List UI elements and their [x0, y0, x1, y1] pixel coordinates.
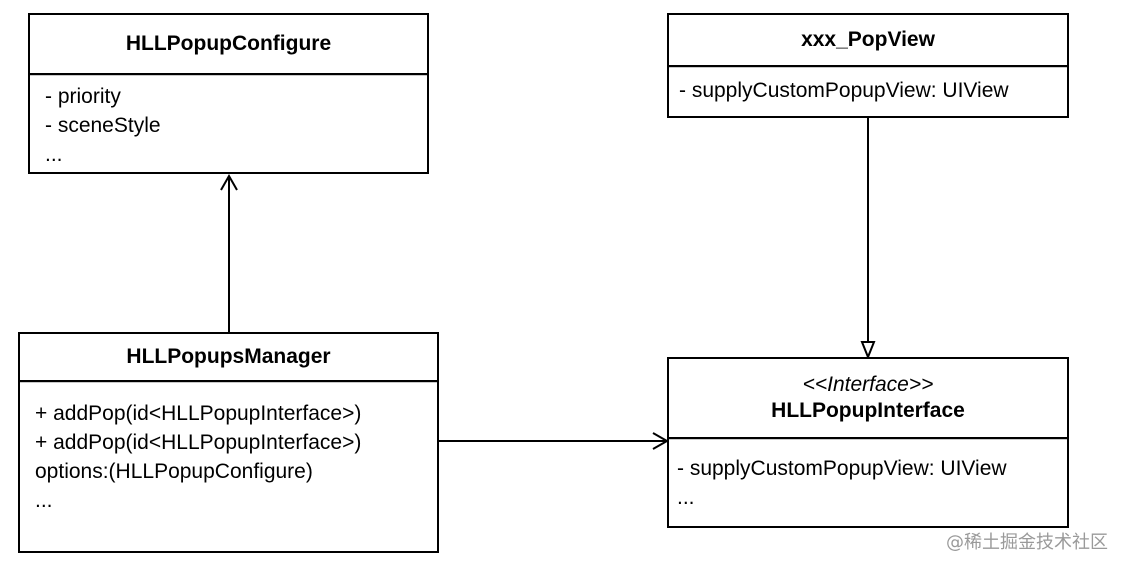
member-ellipsis: ...: [677, 486, 695, 509]
member-options-param: options:(HLLPopupConfigure): [35, 460, 313, 483]
class-members: - priority - sceneStyle ...: [30, 75, 427, 169]
member-priority: - priority: [45, 85, 121, 108]
class-header: xxx_PopView: [669, 15, 1067, 67]
class-hllpopupinterface[interactable]: <<Interface>> HLLPopupInterface - supply…: [667, 357, 1069, 528]
member-ellipsis: ...: [35, 489, 53, 512]
class-title: HLLPopupsManager: [126, 345, 331, 368]
class-members: - supplyCustomPopupView: UIView: [669, 67, 1067, 105]
class-title: HLLPopupInterface: [771, 399, 965, 422]
class-stereotype: <<Interface>>: [802, 373, 934, 396]
member-addpop: + addPop(id<HLLPopupInterface>): [35, 402, 362, 425]
class-hllpopupconfigure[interactable]: HLLPopupConfigure - priority - sceneStyl…: [28, 13, 429, 174]
member-supplycustompopupview: - supplyCustomPopupView: UIView: [677, 457, 1007, 480]
watermark: @稀土掘金技术社区: [946, 532, 1108, 553]
manager-to-configure-arrowhead: [220, 173, 238, 191]
class-xxx-popview[interactable]: xxx_PopView - supplyCustomPopupView: UIV…: [667, 13, 1069, 118]
popview-to-interface-arrowhead: [860, 341, 876, 360]
class-header: HLLPopupConfigure: [30, 15, 427, 75]
class-header: HLLPopupsManager: [20, 334, 437, 382]
class-members: - supplyCustomPopupView: UIView ...: [669, 439, 1067, 512]
member-scenestyle: - sceneStyle: [45, 114, 161, 137]
class-title: HLLPopupConfigure: [125, 32, 332, 55]
member-addpop-options: + addPop(id<HLLPopupInterface>): [35, 431, 362, 454]
class-title: xxx_PopView: [801, 28, 935, 51]
class-members: + addPop(id<HLLPopupInterface>) + addPop…: [20, 382, 437, 515]
class-header: <<Interface>> HLLPopupInterface: [669, 359, 1067, 439]
member-ellipsis: ...: [45, 143, 63, 166]
member-supplycustompopupview: - supplyCustomPopupView: UIView: [679, 79, 1009, 102]
class-hllpopupsmanager[interactable]: HLLPopupsManager + addPop(id<HLLPopupInt…: [18, 332, 439, 553]
